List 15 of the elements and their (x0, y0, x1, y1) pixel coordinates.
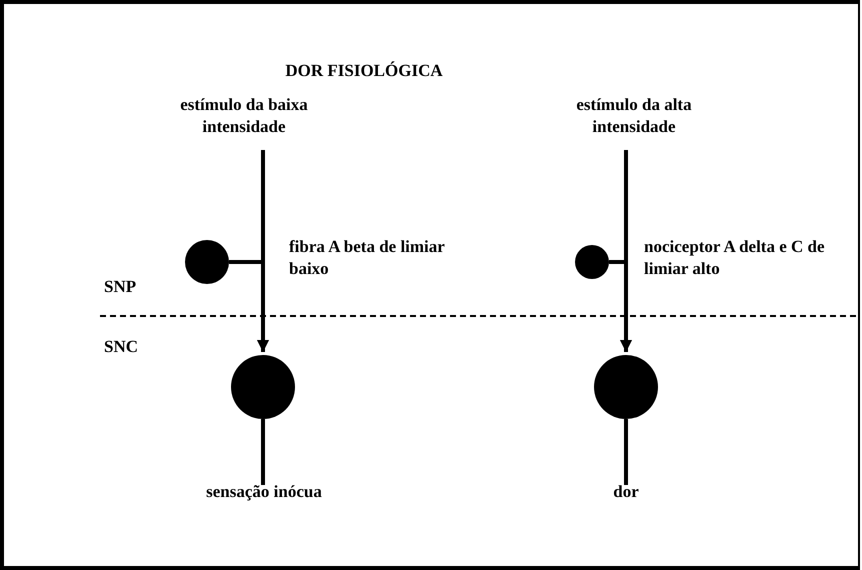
axon-arrow (609, 260, 632, 352)
diagram-title: DOR FISIOLÓGICA (284, 60, 444, 82)
axon-line (261, 419, 265, 485)
region-label: SNP (104, 276, 138, 298)
region-label: SNC (104, 336, 140, 358)
fiber-label: fibra A beta de limiar baixo (289, 236, 446, 280)
neuron-label: estímulo da alta intensidade (544, 94, 724, 138)
fiber-label: nociceptor A delta e C de limiar alto (644, 236, 826, 280)
axon-arrow (229, 260, 269, 352)
axon-line (624, 419, 628, 485)
neuron-label: sensação inócua (164, 481, 364, 503)
cell-body (575, 245, 609, 279)
cell-body (185, 240, 229, 284)
neuron-label: estímulo da baixa intensidade (154, 94, 334, 138)
neuron-label: dor (576, 481, 676, 503)
